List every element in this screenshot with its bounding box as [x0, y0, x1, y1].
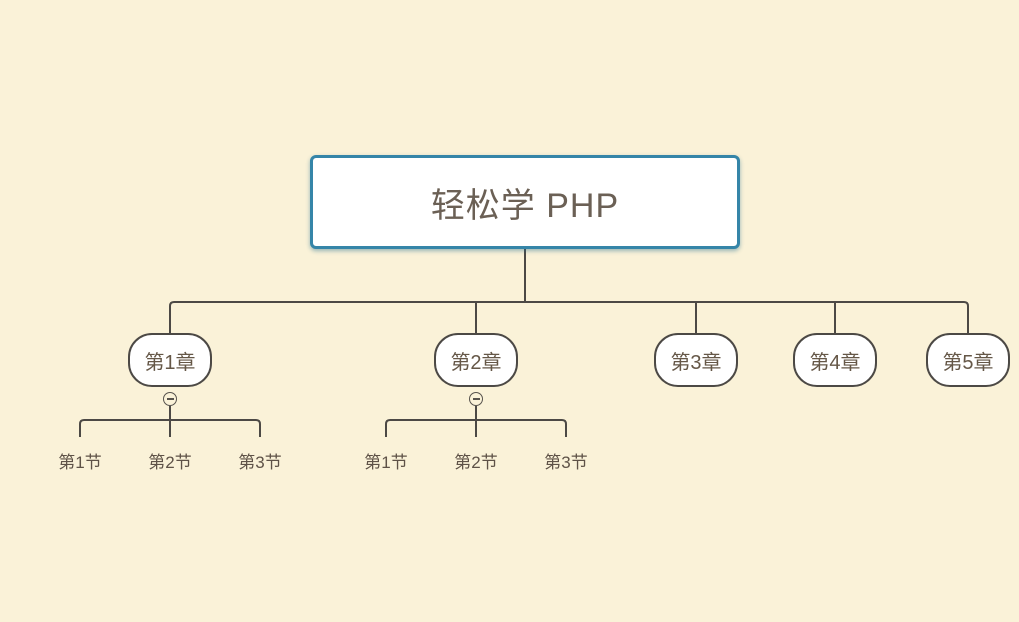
section-node-2-1[interactable]: 第1节: [364, 453, 408, 472]
chapter-node-3[interactable]: 第3章: [654, 333, 738, 387]
chapter-node-4[interactable]: 第4章: [793, 333, 877, 387]
collapse-toggle-chapter-1[interactable]: [163, 392, 177, 406]
section-node-1-1[interactable]: 第1节: [58, 453, 102, 472]
chapter-node-2[interactable]: 第2章: [434, 333, 518, 387]
section-node-2-2[interactable]: 第2节: [454, 453, 498, 472]
collapse-toggle-chapter-2[interactable]: [469, 392, 483, 406]
minus-icon: [472, 398, 480, 400]
section-node-1-3[interactable]: 第3节: [238, 453, 282, 472]
root-topic-node[interactable]: 轻松学 PHP: [310, 155, 740, 249]
chapter1-sections-bus-line: [79, 419, 261, 437]
chapter-node-1[interactable]: 第1章: [128, 333, 212, 387]
chapter2-sections-bus-line: [385, 419, 567, 437]
section-node-2-3[interactable]: 第3节: [544, 453, 588, 472]
section-node-1-2[interactable]: 第2节: [148, 453, 192, 472]
chapter-node-5[interactable]: 第5章: [926, 333, 1010, 387]
minus-icon: [166, 398, 174, 400]
chapter-bus-line: [169, 301, 969, 333]
